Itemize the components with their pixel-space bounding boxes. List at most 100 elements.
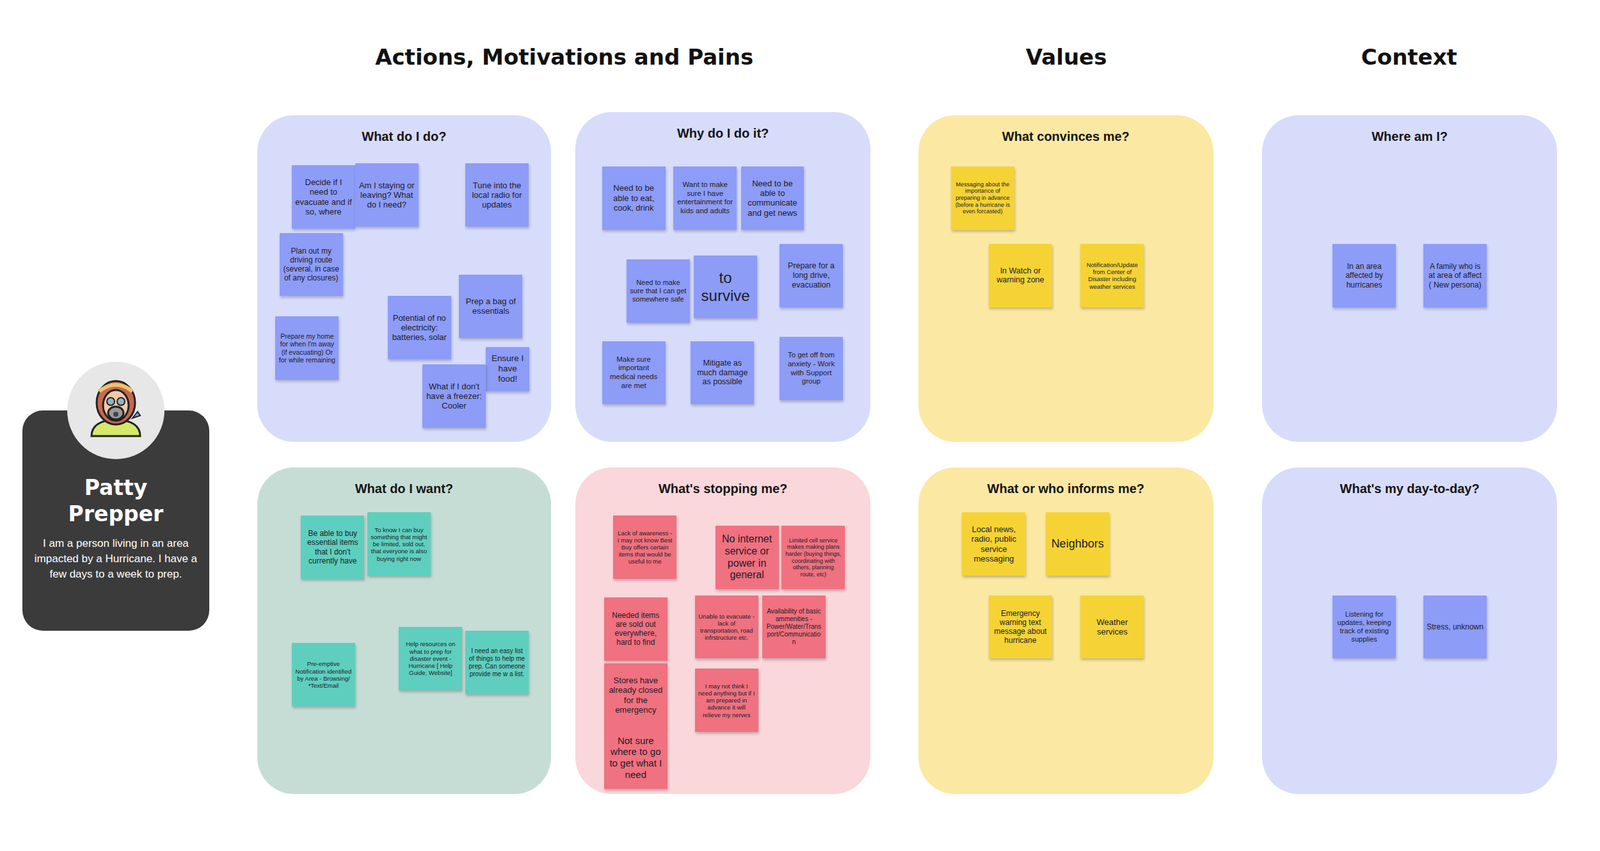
sticky-note: Neighbors [1045,512,1110,576]
sticky-text: Plan out my driving route (several, in c… [282,246,340,283]
sticky-note: Prepare my home for when I'm away (if ev… [275,316,339,380]
sticky-note: Be able to buy essential items that I do… [300,515,365,579]
sticky-note: Decide if I need to evacuate and if so, … [291,165,356,229]
sticky-text: Mitigate as much damage as possible [693,358,751,387]
sticky-note: In an area affected by hurricanes [1332,243,1396,308]
sticky-note: Prep a bag of essentials [458,274,523,338]
panel-heading: What convinces me? [918,129,1214,144]
canvas-panel: Where am I? In an area affected by hurric… [1262,115,1558,442]
sticky-note: Local news, radio, public service messag… [961,512,1026,576]
column-heading: Actions, Motivations and Pains [375,44,754,70]
sticky-text: Make sure important medical needs are me… [605,355,663,390]
canvas-panel: What do I want? Be able to buy essential … [257,467,552,794]
persona-card: Patty Prepper I am a person living in an … [22,410,210,631]
sticky-note: A family who is at area of affect ( New … [1423,243,1487,308]
persona-description: I am a person living in an area impacted… [22,535,210,582]
sticky-note: Availability of basic ammenities - Power… [762,595,826,659]
sticky-note: Weather services [1080,595,1144,659]
panel-heading: Where am I? [1262,129,1558,144]
sticky-note: Not sure where to go to get what I need [604,725,668,790]
column-heading: Values [1025,44,1108,70]
sticky-text: Prepare for a long drive, evacuation [782,261,840,290]
sticky-text: Messaging about the importance of prepar… [954,181,1012,216]
sticky-note: Stress, unknown [1423,595,1487,659]
sticky-note: Tune into the local radio for updates [465,163,529,227]
panel-heading: Why do I do it? [575,126,871,141]
sticky-note: Needed items are sold out everywhere, ha… [604,597,668,661]
sticky-note: Need to be able to eat, cook, drink [602,166,666,230]
sticky-text: I need an easy list of things to help me… [468,647,526,678]
sticky-text: Decide if I need to evacuate and if so, … [295,177,352,217]
sticky-text: to survive [696,268,754,306]
sticky-note: Help resources on what to prep for disas… [398,626,463,690]
sticky-text: Weather services [1083,616,1141,637]
sticky-text: Needed items are sold out everywhere, ha… [607,610,665,648]
sticky-text: Notification/Update from Center of Disas… [1083,261,1141,290]
canvas-panel: What's stopping me?Lack of awareness - I… [575,467,871,794]
canvas-panel: What's my day-to-day? Listening for updat… [1262,467,1558,794]
sticky-text: Need to be able to communicate and get n… [744,178,802,218]
sticky-text: Help resources on what to prep for disas… [401,640,459,676]
column-heading: Context [1361,44,1458,70]
sticky-note: Messaging about the importance of prepar… [951,166,1015,230]
sticky-text: Prepare my home for when I'm away (if ev… [278,332,336,365]
sticky-note: Plan out my driving route (several, in c… [279,232,344,297]
sticky-text: I may not think I need anything but if I… [698,682,756,719]
sticky-note: Make sure important medical needs are me… [602,341,666,405]
sticky-text: No internet service or power in general [718,533,776,582]
panel-heading: What's my day-to-day? [1262,481,1558,496]
sticky-note: Lack of awareness - I may not know Best … [613,515,677,579]
panel-heading: What do I do? [257,129,552,144]
sticky-note: What if I don't have a freezer: Cooler [422,364,486,428]
sticky-text: Stress, unknown [1426,622,1484,632]
sticky-note: Listening for updates, keeping track of … [1332,595,1396,659]
sticky-text: Listening for updates, keeping track of … [1335,609,1393,644]
sticky-note: I may not think I need anything but if I… [695,668,759,732]
sticky-text: Ensure I have food! [488,353,527,384]
sticky-text: Unable to evacuate - lack of transportat… [698,612,756,642]
sticky-text: Prep a bag of essentials [462,296,520,317]
sticky-note: to survive [693,255,758,319]
sticky-text: Emergency warning text message about hur… [992,608,1049,646]
sticky-note: Pre-emptive Notification identified by A… [291,642,356,706]
sticky-text: Tune into the local radio for updates [468,180,526,210]
sticky-note: Am I staying or leaving? What do I need? [355,163,419,227]
sticky-note: Limited cell service makes making plans … [781,525,845,589]
canvas-panel: Why do I do it? Need to be able to eat, c… [575,112,871,442]
sticky-note: I need an easy list of things to help me… [465,630,529,694]
sticky-text: Not sure where to go to get what I need [607,734,665,781]
canvas-panel: What or who informs me?Local news, radio… [918,467,1214,794]
sticky-text: A family who is at area of affect ( New … [1426,261,1484,289]
sticky-text: Neighbors [1051,536,1104,551]
canvas-panel: What convinces me? Messaging about the im… [918,115,1214,442]
sticky-note: Emergency warning text message about hur… [988,595,1053,659]
sticky-note: Potential of no electricity: batteries, … [387,295,452,360]
sticky-note: Want to make sure I have entertainment f… [673,166,737,230]
sticky-text: Need to be able to eat, cook, drink [605,183,663,213]
sticky-text: Need to make sure that I can get somewhe… [629,278,687,304]
sticky-note: Unable to evacuate - lack of transportat… [695,595,759,659]
sticky-text: Pre-emptive Notification identified by A… [295,659,352,689]
sticky-note: Prepare for a long drive, evacuation [779,243,843,308]
sticky-text: To get off from anxiety - Work with Supp… [782,350,840,386]
sticky-text: Be able to buy essential items that I do… [304,528,361,566]
sticky-note: Ensure I have food! [485,346,530,392]
persona-name: Patty Prepper [22,474,210,528]
sticky-text: What if I don't have a freezer: Cooler [425,381,483,411]
canvas-panel: What do I do? Decide if I need to evacuat… [257,115,552,442]
sticky-text: In Watch or warning zone [992,266,1049,286]
sticky-note: Need to be able to communicate and get n… [741,166,805,230]
sticky-text: Limited cell service makes making plans … [784,536,842,578]
sticky-text: Potential of no electricity: batteries, … [391,312,448,343]
avatar-icon [65,360,166,461]
sticky-note: In Watch or warning zone [988,243,1053,308]
sticky-text: Lack of awareness - I may not know Best … [616,529,674,566]
sticky-text: Am I staying or leaving? What do I need? [358,180,416,210]
panel-heading: What do I want? [257,481,552,496]
sticky-text: To know I can buy something that might b… [370,526,428,562]
sticky-text: Stores have already closed for the emerg… [607,675,665,715]
sticky-text: Availability of basic ammenities - Power… [765,607,823,646]
sticky-note: To know I can buy something that might b… [367,512,431,576]
sticky-note: Notification/Update from Center of Disas… [1080,243,1144,308]
